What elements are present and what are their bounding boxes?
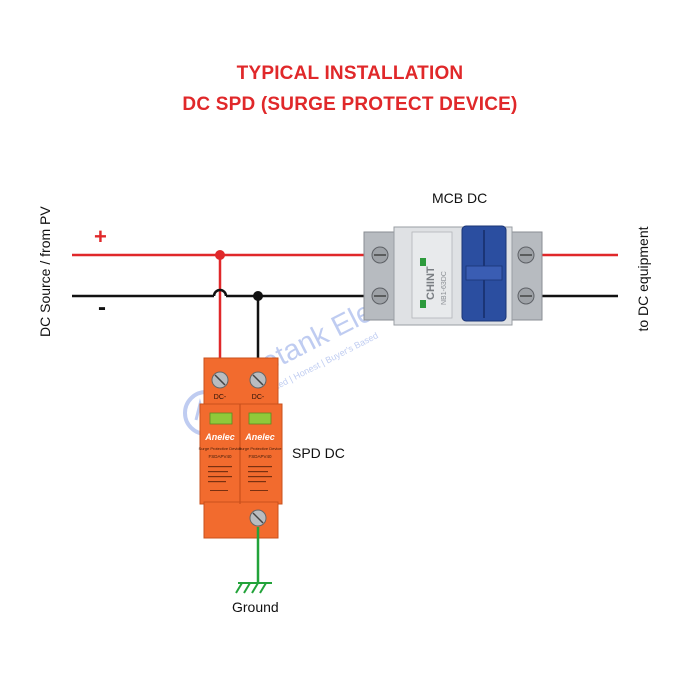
source-label: DC Source / from PV	[37, 206, 53, 337]
mcb-brand: CHINT	[425, 266, 437, 300]
spd-device: DC- DC- Anelec Anelec Surge Protective D…	[199, 357, 283, 539]
positive-sign: +	[94, 224, 107, 249]
spd-module-text-right: Surge Protective Device	[239, 446, 283, 451]
spd-terminal-left-label: DC-	[214, 394, 227, 401]
positive-junction	[215, 250, 225, 260]
mcb-device: CHINT NB1-63DC	[363, 225, 543, 326]
mcb-indicator-bottom	[420, 300, 426, 308]
spd-status-window	[209, 412, 233, 425]
ground-label: Ground	[232, 599, 279, 615]
wire-crossover	[212, 288, 228, 297]
spd-brand-left: Anelec	[204, 432, 235, 442]
spd-status-window	[248, 412, 272, 425]
spd-module-text-left: Surge Protective Device	[199, 446, 243, 451]
spd-label: SPD DC	[292, 445, 345, 461]
spd-model-left: FSDAPV40	[208, 454, 232, 459]
negative-junction	[253, 291, 263, 301]
equipment-label: to DC equipment	[635, 226, 651, 332]
ground-symbol-icon	[235, 582, 272, 594]
spd-brand-right: Anelec	[244, 432, 275, 442]
mcb-label: MCB DC	[432, 190, 488, 206]
spd-terminal-right-label: DC-	[252, 394, 265, 401]
negative-sign: -	[98, 294, 106, 321]
diagram-title-line1: TYPICAL INSTALLATION	[236, 63, 464, 84]
mcb-model: NB1-63DC	[441, 271, 448, 305]
spd-model-right: FSDAPV40	[248, 454, 272, 459]
spd-spec-lines	[208, 466, 272, 491]
diagram-title-line2: DC SPD (SURGE PROTECT DEVICE)	[182, 94, 518, 115]
mcb-indicator-top	[420, 258, 426, 266]
